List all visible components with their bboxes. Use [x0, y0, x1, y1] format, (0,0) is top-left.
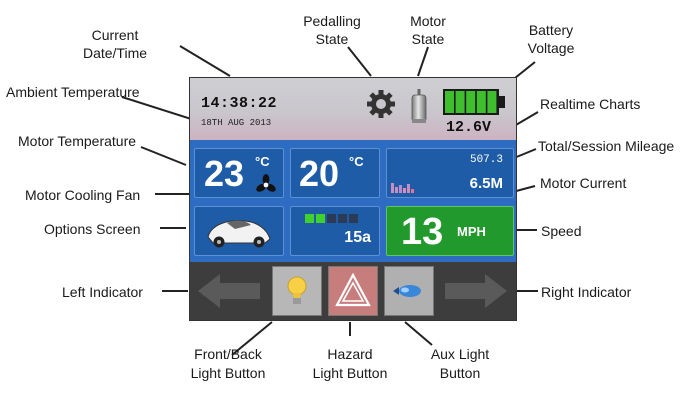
time-display: 14:38:22: [201, 95, 278, 112]
dashboard-screen: 14:38:22 18TH AUG 2013: [189, 77, 517, 321]
current-level-box: [349, 214, 358, 223]
left-arrow-icon[interactable]: [198, 274, 262, 308]
velomobile-icon: [207, 220, 271, 248]
battery-voltage-readout: 12.6V: [446, 119, 492, 136]
label-ambient-temperature: Ambient Temperature: [6, 84, 140, 100]
bar-chart-icon: [391, 183, 414, 193]
label-motor-temperature: Motor Temperature: [18, 133, 137, 149]
front-back-light-button[interactable]: [272, 266, 322, 316]
session-mileage: 507.3: [469, 154, 503, 166]
leader-total-session-mileage: [513, 148, 537, 159]
hazard-light-button[interactable]: [328, 266, 378, 316]
fan-icon: [256, 174, 276, 192]
current-level-bar: [305, 214, 358, 223]
motor-temperature-tile: 23 °C: [194, 148, 284, 198]
leader-aux-light: [404, 321, 433, 346]
label-options-screen: Options Screen: [44, 221, 141, 237]
battery-cell: [476, 91, 486, 113]
leader-motor-state: [417, 46, 429, 77]
leader-current-date-time: [179, 45, 231, 77]
label-right-indicator: Right Indicator: [541, 284, 632, 300]
options-screen-button[interactable]: [194, 206, 284, 256]
date-display: 18TH AUG 2013: [201, 118, 272, 128]
mileage-tile[interactable]: 507.3 6.5M: [386, 148, 514, 198]
total-mileage: 6.5M: [469, 175, 503, 192]
aux-light-button[interactable]: [384, 266, 434, 316]
battery-cell: [487, 91, 497, 113]
light-bulb-icon: [287, 276, 307, 304]
hazard-triangle-icon: [335, 273, 371, 307]
label-realtime-charts: Realtime Charts: [540, 96, 641, 112]
gear-icon: [367, 90, 395, 118]
ambient-temperature-tile: 20 °C: [290, 148, 380, 198]
current-level-box: [305, 214, 314, 223]
motor-current-tile: 15a: [290, 206, 380, 256]
label-motor-cooling-fan: Motor Cooling Fan: [25, 187, 141, 203]
battery-cell: [466, 91, 476, 113]
battery-cell: [445, 91, 454, 113]
ambient-temperature-value: 20: [299, 153, 340, 194]
battery-icon: [443, 89, 505, 115]
leader-pedalling-state: [347, 46, 372, 77]
battery-cell: [455, 91, 465, 113]
aux-light-icon: [393, 285, 421, 297]
motor-temperature-value: 23: [204, 153, 245, 194]
status-bar: 14:38:22 18TH AUG 2013: [190, 78, 516, 140]
speed-value: 13: [401, 211, 444, 253]
label-total-session-mileage: Total/Session Mileage: [538, 138, 675, 154]
label-motor-current: Motor Current: [540, 175, 627, 191]
motor-icon: [411, 89, 427, 123]
motor-current-value: 15a: [344, 229, 371, 246]
ambient-temperature-unit: °C: [349, 154, 364, 169]
current-level-box: [338, 214, 347, 223]
leader-front-back-light: [231, 321, 273, 356]
label-speed: Speed: [541, 223, 582, 239]
main-panel: 23 °C 20 °C: [190, 140, 516, 262]
current-level-box: [316, 214, 325, 223]
leader-motor-temperature: [140, 146, 187, 166]
leader-battery-voltage: [514, 61, 536, 79]
speed-tile: 13 MPH: [386, 206, 514, 256]
current-level-box: [327, 214, 336, 223]
right-arrow-icon[interactable]: [443, 274, 507, 308]
label-left-indicator: Left Indicator: [62, 284, 143, 300]
motor-temperature-unit: °C: [255, 154, 270, 169]
speed-unit: MPH: [457, 224, 486, 239]
